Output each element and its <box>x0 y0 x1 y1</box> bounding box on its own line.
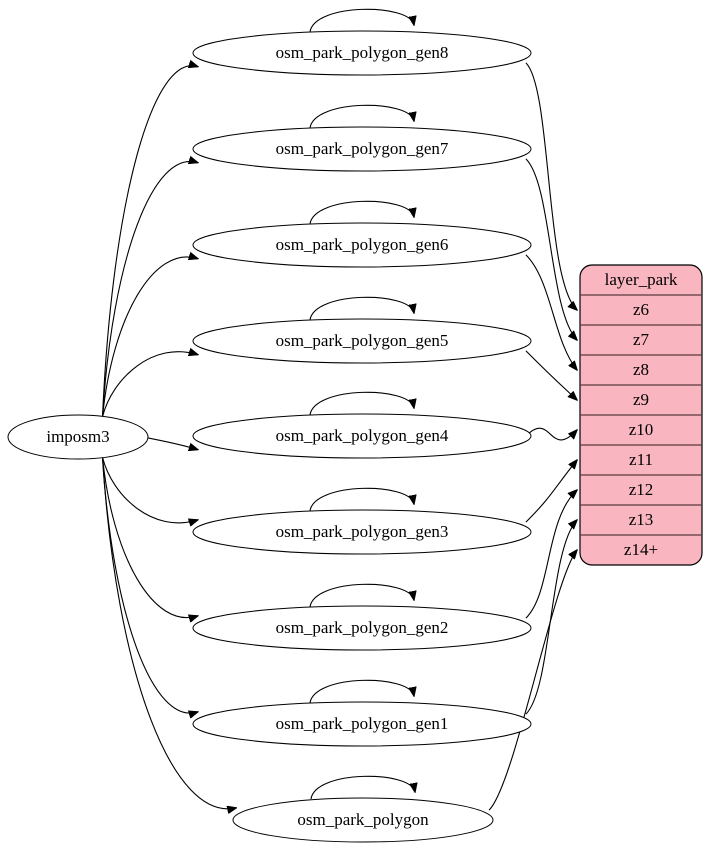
edges-to-layer-park <box>488 62 577 811</box>
edge-imposm3-to-gen2 <box>101 457 198 617</box>
table-row-z7[interactable]: z7 <box>633 330 650 349</box>
edge-imposm3-to-gen5 <box>101 352 198 417</box>
table-row-z10[interactable]: z10 <box>629 420 654 439</box>
table-row-z14+[interactable]: z14+ <box>624 540 658 559</box>
edge-imposm3-to-gen6 <box>101 257 198 417</box>
layer-park-table: layer_park z6 z7 z8 z9 z10 z11 z12 z13 z14+ <box>579 264 703 566</box>
self-loop-gen6 <box>309 200 414 225</box>
node-shape <box>232 797 494 843</box>
table-layer-park[interactable]: layer_park z6 z7 z8 z9 z10 z11 z12 z13 z14+ <box>579 264 703 566</box>
edge-gen5-to-z9 <box>525 350 577 400</box>
node-gen3[interactable]: osm_park_polygon_gen3 <box>192 509 532 555</box>
node-shape <box>7 414 149 460</box>
node-label: osm_park_polygon_gen4 <box>276 426 449 445</box>
edge-imposm3-to-gen7 <box>101 161 198 417</box>
self-loop-gen4 <box>309 391 414 416</box>
node-shape <box>192 30 532 76</box>
node-gen2[interactable]: osm_park_polygon_gen2 <box>192 605 532 651</box>
node-label: osm_park_polygon <box>297 810 429 829</box>
edge-imposm3-to-gen8 <box>101 66 198 417</box>
node-label: osm_park_polygon_gen8 <box>276 43 449 62</box>
node-imposm3[interactable]: imposm3 <box>7 414 149 460</box>
self-loop-edges <box>309 8 415 800</box>
table-row-z8[interactable]: z8 <box>633 360 649 379</box>
node-gen7[interactable]: osm_park_polygon_gen7 <box>192 126 532 172</box>
edge-imposm3-to-gen3 <box>101 457 198 523</box>
self-loop-gen3 <box>309 487 414 512</box>
self-loop-gen7 <box>309 104 414 129</box>
node-label: osm_park_polygon_gen7 <box>276 139 449 158</box>
node-label: osm_park_polygon_gen1 <box>276 714 449 733</box>
node-shape <box>192 605 532 651</box>
node-label: osm_park_polygon_gen2 <box>276 618 449 637</box>
self-loop-base <box>310 775 415 800</box>
node-shape <box>192 701 532 747</box>
table-row-z9[interactable]: z9 <box>633 390 649 409</box>
self-loop-gen1 <box>309 679 414 704</box>
edge-base-to-z14+ <box>488 550 577 811</box>
node-gen5[interactable]: osm_park_polygon_gen5 <box>192 318 532 364</box>
table-header-label: layer_park <box>605 270 678 289</box>
node-gen8[interactable]: osm_park_polygon_gen8 <box>192 30 532 76</box>
edge-gen7-to-z7 <box>525 158 577 340</box>
self-loop-gen5 <box>309 296 414 321</box>
edge-gen4-to-z10 <box>525 427 577 441</box>
edge-gen2-to-z12 <box>525 490 577 619</box>
node-gen6[interactable]: osm_park_polygon_gen6 <box>192 222 532 268</box>
self-loop-gen8 <box>309 8 414 33</box>
node-base[interactable]: osm_park_polygon <box>232 797 494 843</box>
node-shape <box>192 509 532 555</box>
node-label: osm_park_polygon_gen5 <box>276 331 449 350</box>
node-label: imposm3 <box>46 427 109 446</box>
edge-gen3-to-z11 <box>525 460 577 523</box>
node-label: osm_park_polygon_gen3 <box>276 522 449 541</box>
table-row-z11[interactable]: z11 <box>629 450 653 469</box>
node-gen4[interactable]: osm_park_polygon_gen4 <box>192 413 532 459</box>
table-row-z6[interactable]: z6 <box>633 300 649 319</box>
table-row-z12[interactable]: z12 <box>629 480 654 499</box>
edge-imposm3-to-base <box>101 457 237 809</box>
node-label: osm_park_polygon_gen6 <box>276 235 449 254</box>
edge-gen8-to-z6 <box>525 62 577 310</box>
node-shape <box>192 413 532 459</box>
table-row-z13[interactable]: z13 <box>629 510 654 529</box>
node-shape <box>192 126 532 172</box>
node-shape <box>192 318 532 364</box>
source-node: imposm3 <box>7 414 149 460</box>
edge-gen6-to-z8 <box>525 254 577 370</box>
polygon-nodes: osm_park_polygon_gen8 osm_park_polygon_ge… <box>192 30 532 843</box>
node-shape <box>192 222 532 268</box>
node-gen1[interactable]: osm_park_polygon_gen1 <box>192 701 532 747</box>
self-loop-gen2 <box>309 583 414 608</box>
